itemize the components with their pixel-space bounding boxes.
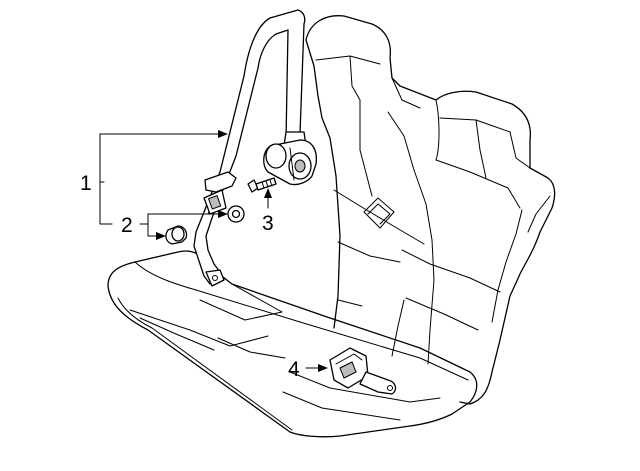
spacer: [165, 205, 245, 245]
seat-cushion: [107, 250, 478, 438]
callout-2: 2: [121, 214, 133, 237]
seat-belt-webbing: [193, 9, 306, 287]
callout-4: 4: [288, 358, 300, 381]
buckle: [329, 347, 397, 395]
bolt: [247, 177, 277, 193]
seat-back: [305, 15, 556, 405]
retractor: [263, 131, 318, 186]
callout-1: 1: [80, 172, 92, 195]
callout-lines: [99, 130, 328, 372]
callout-3: 3: [262, 212, 274, 235]
